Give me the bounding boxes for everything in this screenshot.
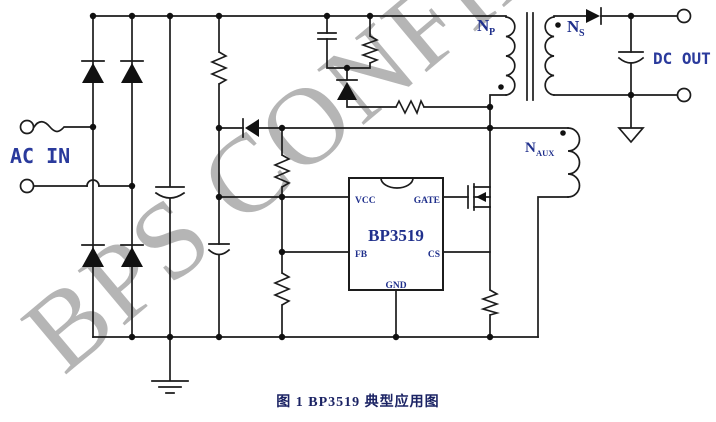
primary-label-sub: P bbox=[489, 27, 495, 38]
bridge-diode-1 bbox=[81, 60, 105, 83]
output-ground-icon bbox=[617, 94, 645, 144]
bridge-diode-4 bbox=[120, 244, 144, 267]
snubber-clamp bbox=[317, 15, 491, 116]
feedback-divider bbox=[218, 127, 350, 338]
ic-body bbox=[348, 177, 444, 291]
secondary-polarity-dot bbox=[555, 22, 561, 28]
snubber-resistor bbox=[360, 35, 380, 64]
ic-notch bbox=[380, 177, 414, 189]
current-sense bbox=[442, 251, 500, 338]
output-stage: DC OUT bbox=[553, 7, 711, 144]
sense-resistor bbox=[480, 289, 500, 316]
earth-ground-icon bbox=[151, 336, 189, 394]
vcc-rectifier-diode bbox=[218, 118, 491, 138]
main-transformer: N P N S bbox=[477, 12, 585, 129]
pin-label-gnd: GND bbox=[385, 281, 406, 291]
power-mosfet bbox=[442, 127, 491, 291]
bulk-capacitor bbox=[154, 15, 186, 338]
primary-polarity-dot bbox=[498, 84, 504, 90]
bridge-rectifier bbox=[81, 15, 144, 338]
ac-in-label: AC IN bbox=[10, 144, 70, 168]
ic-part-number: BP3519 bbox=[368, 226, 424, 245]
bridge-diode-3 bbox=[81, 244, 105, 267]
pin-label-vcc: VCC bbox=[355, 196, 376, 206]
pin-label-fb: FB bbox=[355, 250, 368, 260]
snubber-capacitor bbox=[317, 32, 337, 40]
aux-polarity-dot bbox=[560, 130, 566, 136]
pin-label-gate: GATE bbox=[414, 196, 440, 206]
pin-label-cs: CS bbox=[428, 250, 440, 260]
ac-terminal-top bbox=[19, 119, 35, 135]
aux-coil bbox=[567, 127, 581, 198]
aux-label-sub: AUX bbox=[536, 148, 555, 158]
startup-resistor bbox=[209, 51, 229, 85]
vcc-capacitor bbox=[207, 243, 231, 256]
primary-label: N bbox=[477, 16, 490, 35]
divider-resistor-top bbox=[272, 154, 292, 188]
mosfet-body-arrow bbox=[476, 192, 486, 202]
startup-resistor-branch bbox=[207, 15, 231, 338]
secondary-label-sub: S bbox=[579, 28, 585, 39]
clamp-diode bbox=[336, 79, 358, 100]
primary-winding bbox=[505, 16, 516, 96]
secondary-winding bbox=[544, 16, 555, 96]
secondary-label: N bbox=[567, 17, 580, 36]
divider-resistor-bottom bbox=[272, 272, 292, 306]
junction-dots bbox=[89, 12, 635, 341]
aux-label: N bbox=[525, 140, 536, 156]
dc-terminal-negative bbox=[676, 87, 692, 103]
fuse-icon bbox=[32, 120, 94, 133]
dc-out-label: DC OUT bbox=[653, 49, 711, 68]
transformer-core bbox=[526, 12, 534, 101]
dc-terminal-positive bbox=[676, 8, 692, 24]
aux-winding: N AUX bbox=[489, 127, 581, 338]
bridge-diode-2 bbox=[120, 60, 144, 83]
clamp-series-resistor bbox=[395, 98, 425, 116]
output-diode bbox=[586, 7, 602, 25]
ic-bp3519: VCC GATE FB CS GND BP3519 bbox=[348, 177, 444, 338]
ac-terminal-bottom bbox=[19, 178, 35, 194]
ac-input: AC IN bbox=[10, 119, 133, 194]
output-capacitor bbox=[617, 15, 645, 96]
figure-caption: 图 1 BP3519 典型应用图 bbox=[276, 395, 440, 410]
